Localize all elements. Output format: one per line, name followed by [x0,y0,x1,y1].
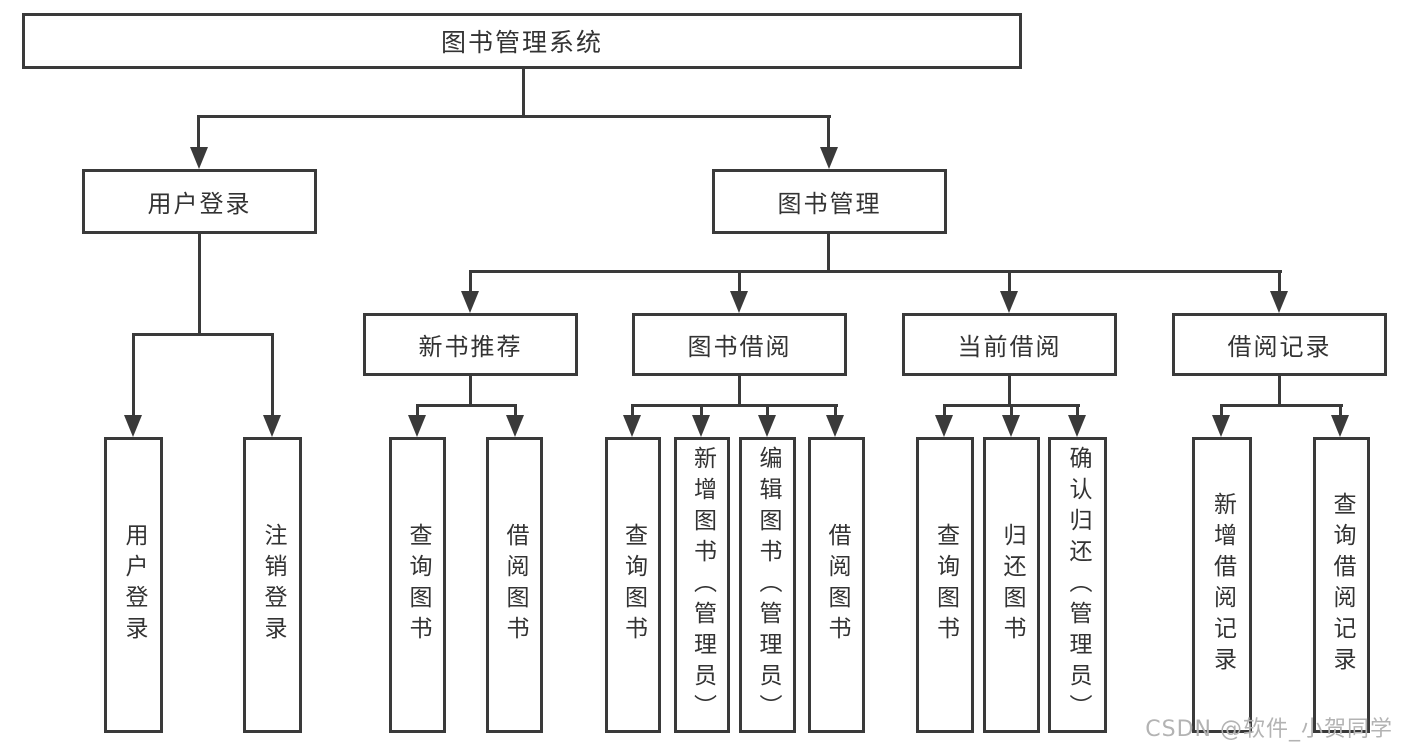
leaf-user-login-label: 用户登录 [121,523,147,647]
node-user-login: 用户登录 [82,169,317,234]
arrow-user-login [190,147,208,169]
leaf-box-query-books-1: 查询图书 [389,437,446,733]
leaf-query-books-1-label: 查询图书 [405,523,431,647]
connector-drop-book-mgmt [827,115,830,149]
connector-root-bar [197,115,831,118]
connector-drop-cb2 [1010,404,1013,415]
connector-drop-bb1 [631,404,634,415]
arrow-cb2 [1002,415,1020,437]
connector-drop-nb2 [514,404,517,415]
connector-new-books-bar [416,404,517,407]
leaf-box-edit-book-admin: 编辑图书（管理员） [739,437,796,733]
leaf-borrow-books-2-label: 借阅图书 [824,523,850,647]
leaf-confirm-return-admin-label: 确认归还（管理员） [1065,445,1091,725]
arrow-borrow-records [1270,291,1288,313]
arrow-bb3 [758,415,776,437]
connector-book-mgmt-bar [469,270,1282,273]
leaf-box-query-borrow-record: 查询借阅记录 [1313,437,1370,733]
leaf-query-books-2-label: 查询图书 [620,523,647,647]
leaf-box-user-login: 用户登录 [104,437,163,733]
arrow-current-borrow [1000,291,1018,313]
connector-drop-cb1 [943,404,946,415]
connector-current-borrow-stub [1008,375,1011,406]
connector-drop-br1 [1220,404,1223,415]
leaf-borrow-books-1-label: 借阅图书 [502,523,528,647]
leaf-box-borrow-books-1: 借阅图书 [486,437,543,733]
node-library-system-label: 图书管理系统 [440,28,603,57]
arrow-bb4 [826,415,844,437]
arrow-cb3 [1068,415,1086,437]
node-borrow-records-label: 借阅记录 [1227,333,1332,361]
leaf-box-confirm-return-admin: 确认归还（管理员） [1048,437,1107,733]
connector-drop-borrow-records [1278,270,1281,291]
connector-root-stub [522,69,525,117]
leaf-box-borrow-books-2: 借阅图书 [808,437,865,733]
arrow-br1 [1212,415,1230,437]
node-book-borrow: 图书借阅 [632,313,847,376]
connector-drop-leaf-logout [271,333,274,415]
leaf-edit-book-admin-label: 编辑图书（管理员） [755,445,781,725]
connector-borrow-records-stub [1278,375,1281,406]
connector-drop-user-login [197,115,200,149]
leaf-add-book-admin-label: 新增图书（管理员） [689,445,716,725]
leaf-logout-label: 注销登录 [260,523,286,647]
connector-user-login-bar [132,333,274,336]
node-user-login-label: 用户登录 [147,190,252,218]
connector-drop-new-books [469,270,472,291]
node-book-mgmt-label: 图书管理 [777,190,882,218]
node-current-borrow: 当前借阅 [902,313,1117,376]
leaf-box-add-book-admin: 新增图书（管理员） [674,437,730,733]
arrow-br2 [1331,415,1349,437]
arrow-nb1 [408,415,426,437]
arrow-book-borrow [730,291,748,313]
node-library-system: 图书管理系统 [22,13,1022,69]
connector-drop-nb1 [416,404,419,415]
connector-borrow-records-bar [1220,404,1343,407]
arrow-nb2 [506,415,524,437]
arrow-bb2 [692,415,710,437]
connector-book-borrow-bar [631,404,838,407]
leaf-return-books-label: 归还图书 [999,523,1025,647]
leaf-add-borrow-record-label: 新增借阅记录 [1209,492,1236,678]
leaf-box-return-books: 归还图书 [983,437,1040,733]
connector-drop-cb3 [1076,404,1079,415]
connector-drop-bb4 [834,404,837,415]
connector-drop-br2 [1339,404,1342,415]
arrow-cb1 [935,415,953,437]
connector-new-books-stub [469,375,472,406]
arrow-leaf-logout [263,415,281,437]
connector-drop-book-borrow [738,270,741,291]
arrow-bb1 [623,415,641,437]
leaf-box-query-books-3: 查询图书 [916,437,974,733]
node-new-books: 新书推荐 [363,313,578,376]
leaf-query-borrow-record-label: 查询借阅记录 [1329,492,1355,678]
leaf-query-books-3-label: 查询图书 [932,523,959,647]
connector-drop-bb3 [766,404,769,415]
connector-user-login-stub [198,232,201,335]
connector-drop-bb2 [700,404,703,415]
arrow-leaf-login [124,415,142,437]
csdn-watermark: CSDN @软件_小贺同学 [1145,717,1393,742]
arrow-new-books [461,291,479,313]
connector-book-borrow-stub [738,375,741,406]
arrow-book-mgmt [820,147,838,169]
leaf-box-logout: 注销登录 [243,437,302,733]
node-book-borrow-label: 图书借阅 [687,333,792,361]
connector-drop-leaf-login [132,333,135,415]
node-book-mgmt: 图书管理 [712,169,947,234]
leaf-box-query-books-2: 查询图书 [605,437,661,733]
node-current-borrow-label: 当前借阅 [957,333,1062,361]
node-borrow-records: 借阅记录 [1172,313,1387,376]
node-new-books-label: 新书推荐 [418,333,523,361]
connector-drop-current-borrow [1008,270,1011,291]
connector-book-mgmt-stub [827,232,830,272]
leaf-box-add-borrow-record: 新增借阅记录 [1192,437,1252,733]
